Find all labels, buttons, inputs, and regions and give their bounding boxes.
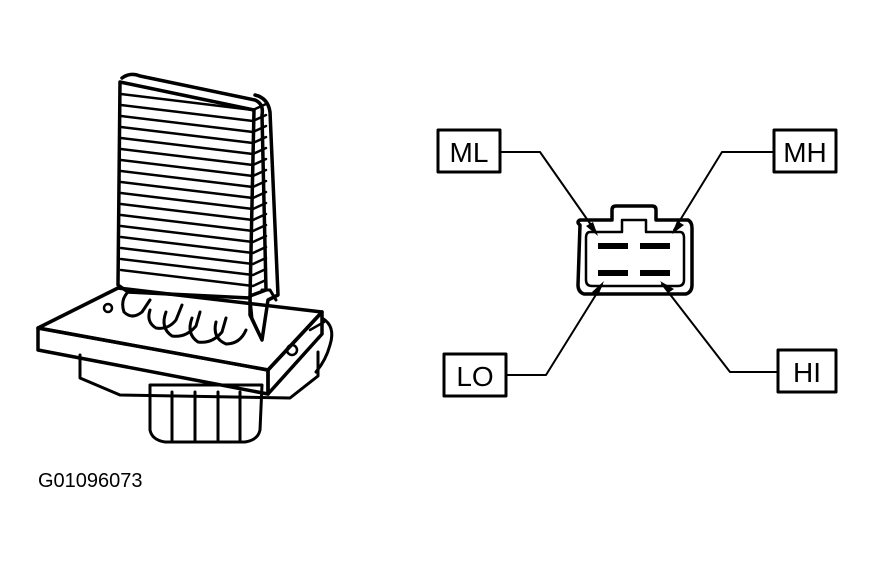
resistor-connector-plug <box>148 383 264 444</box>
resistor-fin-stack <box>116 72 280 342</box>
resistor-base-plate <box>36 286 334 396</box>
leader-line-ml <box>499 151 597 233</box>
pin-slot-ml <box>598 243 628 249</box>
connector-body-inner <box>584 218 686 288</box>
leader-line-hi <box>661 283 779 373</box>
pin-slot-lo <box>598 270 628 276</box>
pin-slot-mh <box>640 243 670 249</box>
pin-slot-hi <box>640 270 670 276</box>
pin-label-ml: ML <box>436 128 502 174</box>
blower-resistor-illustration <box>36 72 334 444</box>
arrowhead-ml <box>586 222 598 236</box>
connector-body-outer <box>576 204 694 296</box>
svg-text:HI: HI <box>793 357 821 388</box>
arrowhead-lo <box>592 281 604 296</box>
svg-text:ML: ML <box>450 137 489 168</box>
pin-label-mh: MH <box>772 128 838 174</box>
connector-pinout: ML MH LO HI <box>436 128 838 398</box>
leader-line-mh <box>673 151 775 231</box>
pin-label-lo: LO <box>442 352 508 398</box>
resistor-terminals <box>102 290 248 346</box>
leader-line-lo <box>505 284 603 376</box>
arrowhead-mh <box>672 221 684 234</box>
figure-id-caption: G01096073 <box>38 470 143 492</box>
svg-text:LO: LO <box>456 361 493 392</box>
svg-text:MH: MH <box>783 137 827 168</box>
arrowhead-hi <box>660 281 674 293</box>
pin-label-hi: HI <box>776 348 838 394</box>
